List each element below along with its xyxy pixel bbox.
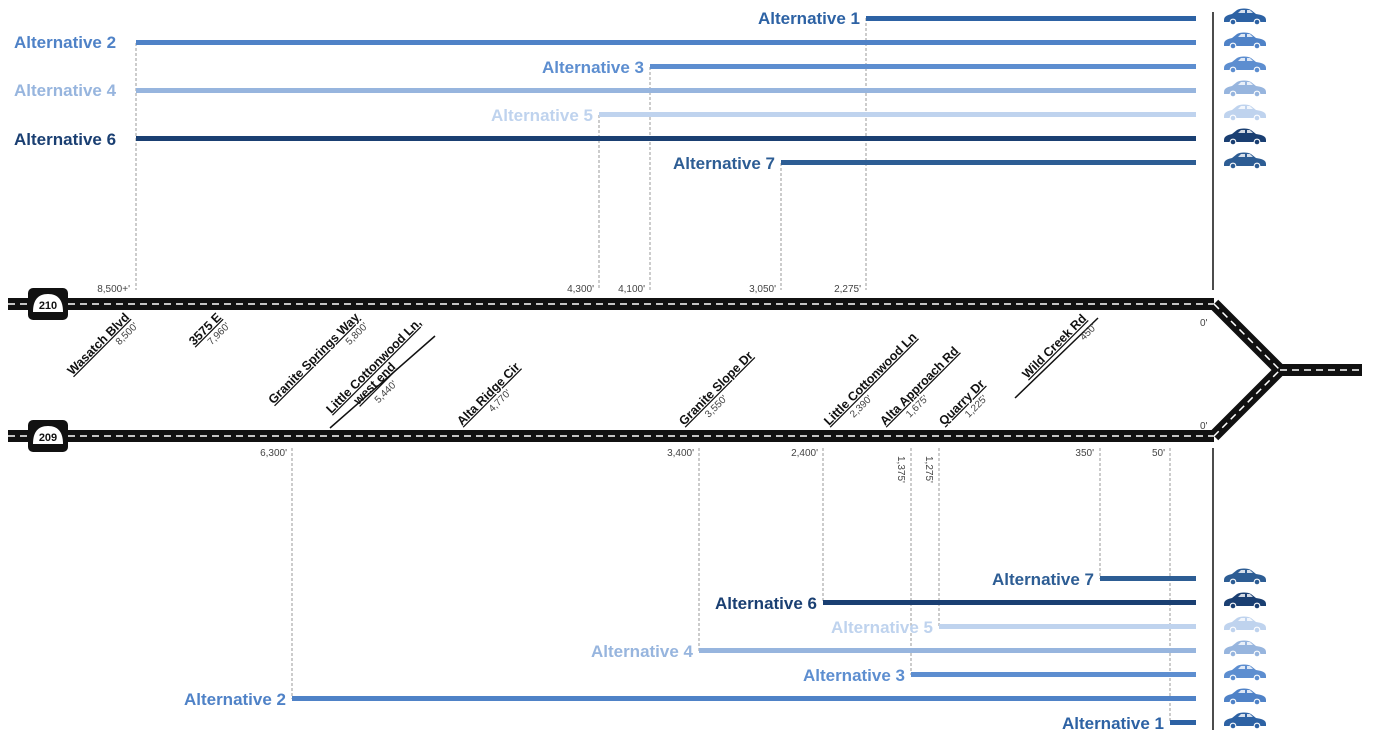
alt-4-south-label: Alternative 4 [591, 642, 694, 661]
north-alternatives: Alternative 1 Alternative 2 Alternative … [14, 8, 1266, 290]
alt-2-south-label: Alternative 2 [184, 690, 286, 709]
car-icon [1224, 80, 1266, 98]
road-merge-centerline [1213, 303, 1282, 437]
cross-street-line [1014, 317, 1099, 399]
north-distance-label: 2,275' [834, 284, 861, 295]
alt-2-north-bar [136, 40, 1196, 45]
car-icon [1224, 640, 1266, 658]
road-merge [1209, 299, 1286, 441]
alt-7-north-bar [781, 160, 1196, 165]
car-icon [1224, 664, 1266, 682]
alt-2-south-bar [292, 696, 1196, 701]
street-labels: Wasatch Blvd 8,500' 3575 E 7,960' Granit… [65, 310, 1099, 429]
street-granite-slope: Granite Slope Dr 3,550' [676, 348, 756, 428]
highway-shield-icon: 209 [28, 420, 68, 452]
south-distance-label: 50' [1152, 448, 1165, 459]
car-icon [1224, 152, 1266, 170]
north-distance-label: 4,100' [618, 284, 645, 295]
alt-2-north-label: Alternative 2 [14, 33, 116, 52]
car-icon [1224, 592, 1266, 610]
car-icon [1224, 568, 1266, 586]
alt-4-north-label: Alternative 4 [14, 81, 117, 100]
street-wasatch: Wasatch Blvd 8,500' [65, 310, 141, 378]
road-network [8, 298, 1362, 442]
south-distance-label: 3,400' [667, 448, 694, 459]
alt-3-north-label: Alternative 3 [542, 58, 644, 77]
alt-1-south-bar [1170, 720, 1196, 725]
alt-6-south-label: Alternative 6 [715, 594, 817, 613]
south-distance-label: 350' [1075, 448, 1094, 459]
alt-5-north-bar [599, 112, 1196, 117]
alt-7-north-label: Alternative 7 [673, 154, 775, 173]
alt-7-south-label: Alternative 7 [992, 570, 1094, 589]
alt-5-south-bar [939, 624, 1196, 629]
north-distance-label: 4,300' [567, 284, 594, 295]
alt-1-north-label: Alternative 1 [758, 9, 860, 28]
alt-3-south-label: Alternative 3 [803, 666, 905, 685]
car-icon [1224, 616, 1266, 634]
south-distance-label: 6,300' [260, 448, 287, 459]
alt-3-south-bar [911, 672, 1196, 677]
street-name: Alta Ridge Cir [454, 360, 522, 428]
street-quarry: Quarry Dr 1,225' [936, 377, 990, 428]
south-distance-label: 2,400' [791, 448, 818, 459]
north-end-distance: 0' [1200, 318, 1208, 329]
car-icon [1224, 104, 1266, 122]
north-distance-label: 3,050' [749, 284, 776, 295]
alt-4-north-bar [136, 88, 1196, 93]
car-icon [1224, 712, 1266, 730]
street-name: Wild Creek Rd [1019, 311, 1089, 381]
alt-6-north-label: Alternative 6 [14, 130, 116, 149]
south-distance-label: 1,375' [895, 456, 906, 483]
car-icon [1224, 8, 1266, 26]
route-210-label: 210 [39, 300, 57, 312]
street-3575e: 3575 E 7,960' [186, 310, 232, 348]
north-distance-label: 8,500+' [97, 284, 130, 295]
alt-7-south-bar [1100, 576, 1196, 581]
street-wild-creek: Wild Creek Rd 450' [1019, 311, 1099, 381]
south-end-distance: 0' [1200, 421, 1208, 432]
alt-1-south-label: Alternative 1 [1062, 714, 1164, 733]
street-name: Granite Slope Dr [676, 348, 756, 428]
cross-street-line [329, 335, 436, 429]
alt-5-north-label: Alternative 5 [491, 106, 593, 125]
alt-1-north-bar [866, 16, 1196, 21]
car-icon [1224, 128, 1266, 146]
highway-shield-icon: 210 [28, 288, 68, 320]
route-209-label: 209 [39, 432, 57, 444]
alt-5-south-label: Alternative 5 [831, 618, 933, 637]
car-icon [1224, 688, 1266, 706]
car-icon [1224, 32, 1266, 50]
alt-6-south-bar [823, 600, 1196, 605]
alt-3-north-bar [650, 64, 1196, 69]
south-distance-label: 1,275' [923, 456, 934, 483]
street-alta-ridge: Alta Ridge Cir 4,770' [454, 360, 522, 428]
car-icon [1224, 56, 1266, 74]
alt-6-north-bar [136, 136, 1196, 141]
alt-4-south-bar [699, 648, 1196, 653]
south-alternatives: Alternative 7 Alternative 6 Alternative … [184, 448, 1266, 733]
